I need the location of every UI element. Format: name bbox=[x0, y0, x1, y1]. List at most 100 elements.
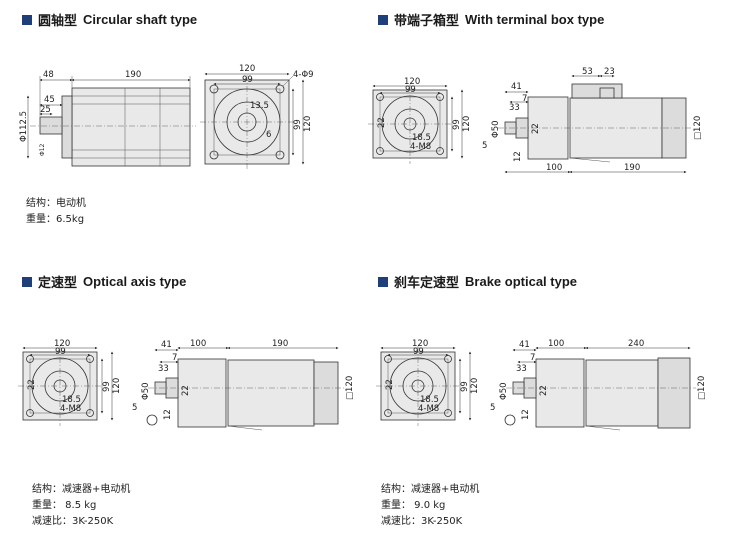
weight-text: 重量：6.5kg bbox=[26, 214, 85, 225]
terminal-box bbox=[571, 83, 623, 99]
dim-120: 120 bbox=[412, 339, 428, 349]
dim-190: 190 bbox=[125, 70, 141, 80]
dim-41: 41 bbox=[161, 340, 172, 350]
dim-5: 5 bbox=[490, 403, 495, 413]
motor-body bbox=[71, 87, 191, 167]
dim-100: 100 bbox=[190, 339, 206, 349]
shaft bbox=[39, 116, 63, 135]
dim-120-v: 120 bbox=[470, 378, 480, 394]
dim-120: 120 bbox=[239, 64, 255, 74]
dim-99-v: 99 bbox=[293, 119, 303, 130]
dim-99: 99 bbox=[55, 347, 66, 357]
dim-7: 7 bbox=[530, 353, 535, 363]
dim-120sq: □120 bbox=[693, 116, 703, 140]
weight-text: 重量： 9.0 kg bbox=[381, 500, 446, 511]
dim-12: 12 bbox=[521, 409, 531, 420]
dim-112: Φ112.5 bbox=[19, 111, 29, 142]
dim-190: 190 bbox=[272, 339, 288, 349]
dim-6: 6 bbox=[266, 130, 271, 140]
dim-4m8: 4-M8 bbox=[418, 404, 439, 414]
structure-text: 结构：电动机 bbox=[26, 198, 86, 209]
dim-22: 22 bbox=[377, 117, 387, 128]
bullet-square-icon bbox=[22, 276, 32, 287]
title-en: With terminal box type bbox=[465, 12, 605, 27]
bullet-square-icon bbox=[22, 14, 32, 25]
dim-100: 100 bbox=[546, 163, 562, 173]
title-cn: 圆轴型 bbox=[38, 13, 78, 28]
dim-4m8: 4-M8 bbox=[410, 142, 431, 152]
dim-99-v: 99 bbox=[452, 119, 462, 130]
circular-front-view: 120 99 4-Φ9 13.5 6 99 120 bbox=[200, 64, 314, 170]
dim-120: 120 bbox=[404, 77, 420, 87]
dim-4phi9: 4-Φ9 bbox=[293, 70, 314, 80]
title-cn: 定速型 bbox=[38, 275, 78, 290]
title-cn: 刹车定速型 bbox=[394, 275, 460, 290]
dim-33: 33 bbox=[158, 364, 169, 374]
dim-99-v: 99 bbox=[460, 381, 470, 392]
dim-45: 45 bbox=[44, 95, 55, 105]
title-en: Circular shaft type bbox=[83, 12, 198, 27]
dim-23: 23 bbox=[604, 67, 615, 77]
section-title-optical: 定速型 Optical axis type bbox=[22, 272, 186, 291]
dim-13-5: 13.5 bbox=[250, 101, 269, 111]
dim-7: 7 bbox=[172, 353, 177, 363]
dim-shaft: Φ12 bbox=[39, 143, 46, 156]
dim-190: 190 bbox=[624, 163, 640, 173]
dim-22: 22 bbox=[539, 385, 549, 396]
dim-5: 5 bbox=[482, 141, 487, 151]
dim-25: 25 bbox=[40, 105, 51, 115]
section-title-terminal: 带端子箱型 With terminal box type bbox=[378, 10, 604, 29]
dim-100: 100 bbox=[548, 339, 564, 349]
dim-120sq: □120 bbox=[697, 376, 707, 400]
dim-18-5: 18.5 bbox=[412, 133, 431, 143]
dim-22: 22 bbox=[181, 385, 191, 396]
dim-99: 99 bbox=[413, 347, 424, 357]
structure-text: 结构：减速器+电动机 bbox=[381, 484, 480, 495]
title-en: Optical axis type bbox=[83, 274, 187, 289]
terminal-front-view: 120 99 22 18.5 4-M8 99 120 bbox=[368, 77, 472, 164]
dim-120sq: □120 bbox=[345, 376, 355, 400]
ratio-text: 减速比：3K-250K bbox=[381, 516, 463, 527]
title-en: Brake optical type bbox=[465, 274, 578, 289]
dim-5: 5 bbox=[132, 403, 137, 413]
section-title-circular: 圆轴型 Circular shaft type bbox=[22, 10, 197, 29]
terminal-side-view: 41 33 7 53 23 Φ50 22 5 12 100 190 □120 bbox=[482, 67, 703, 174]
dim-33: 33 bbox=[516, 364, 527, 374]
dim-41: 41 bbox=[519, 340, 530, 350]
dim-41: 41 bbox=[511, 82, 522, 92]
dim-12: 12 bbox=[513, 151, 523, 162]
dim-99-v: 99 bbox=[102, 381, 112, 392]
dim-18-5: 18.5 bbox=[420, 395, 439, 405]
dim-240: 240 bbox=[628, 339, 644, 349]
title-cn: 带端子箱型 bbox=[394, 13, 460, 28]
dim-4m8: 4-M8 bbox=[60, 404, 81, 414]
bullet-square-icon bbox=[378, 276, 388, 287]
optical-front-view: 120 99 22 18.5 4-M8 99 120 bbox=[18, 339, 122, 426]
dim-18-5: 18.5 bbox=[62, 395, 81, 405]
flange bbox=[61, 95, 73, 159]
circular-side-view: 48 190 45 25 Φ112.5 Φ12 bbox=[19, 70, 196, 167]
brake-side-view: 41 33 7 100 240 Φ50 22 5 12 □120 bbox=[490, 339, 707, 431]
brake-front-view: 120 99 22 18.5 4-M8 99 120 bbox=[376, 339, 480, 426]
bullet-square-icon bbox=[378, 14, 388, 25]
dim-120-v: 120 bbox=[112, 378, 122, 394]
dim-7: 7 bbox=[522, 94, 527, 104]
structure-text: 结构：减速器+电动机 bbox=[32, 484, 131, 495]
dim-22: 22 bbox=[27, 379, 37, 390]
dim-120: 120 bbox=[54, 339, 70, 349]
dim-22: 22 bbox=[531, 123, 541, 134]
dim-48: 48 bbox=[43, 70, 54, 80]
dim-22: 22 bbox=[385, 379, 395, 390]
info-optical: 结构：减速器+电动机 重量： 8.5 kg 减速比：3K-250K bbox=[32, 482, 130, 530]
optical-side-view: 41 33 7 100 190 Φ50 22 5 12 □120 bbox=[132, 339, 355, 431]
info-brake: 结构：减速器+电动机 重量： 9.0 kg 减速比：3K-250K bbox=[381, 482, 479, 530]
weight-text: 重量： 8.5 kg bbox=[32, 500, 97, 511]
dim-53: 53 bbox=[582, 67, 593, 77]
dim-12: 12 bbox=[163, 409, 173, 420]
dim-120-v: 120 bbox=[462, 116, 472, 132]
dim-99: 99 bbox=[242, 75, 253, 85]
dim-33: 33 bbox=[509, 103, 520, 113]
dim-50: Φ50 bbox=[141, 382, 151, 400]
ratio-text: 减速比：3K-250K bbox=[32, 516, 114, 527]
